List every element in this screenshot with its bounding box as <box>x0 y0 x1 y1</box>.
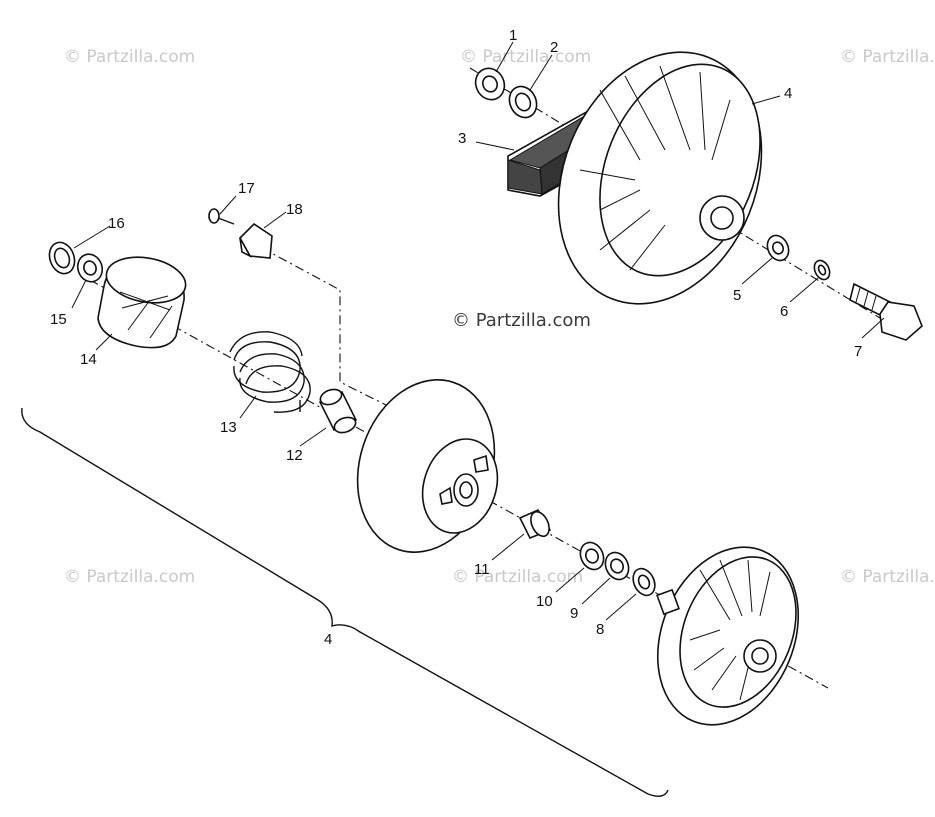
callout-18: 18 <box>286 201 303 218</box>
callout-17: 17 <box>238 180 255 197</box>
callout-4: 4 <box>784 85 792 102</box>
leader-lines <box>71 41 885 621</box>
callout-13: 13 <box>220 419 237 436</box>
callout-10: 10 <box>536 593 553 610</box>
part-6-lock-washer <box>813 259 831 281</box>
callout-3: 3 <box>458 130 466 147</box>
part-17-screw <box>208 208 235 225</box>
part-11-bushing <box>518 508 552 540</box>
part-9-washer <box>604 551 630 581</box>
callout-12: 12 <box>286 447 303 464</box>
callout-7: 7 <box>854 343 862 360</box>
watermark-layer: © Partzilla.com © Partzilla.com © Partzi… <box>64 47 935 587</box>
callout-14: 14 <box>80 351 97 368</box>
watermark-top-left: © Partzilla.com <box>64 47 195 67</box>
part-8-washer <box>632 567 656 597</box>
watermark-top-center: © Partzilla.com <box>460 47 591 67</box>
callout-11: 11 <box>474 561 490 578</box>
moveable-sheave <box>356 379 499 553</box>
callout-8: 8 <box>596 621 604 638</box>
part-13-spring <box>229 331 311 413</box>
watermark-bottom-left: © Partzilla.com <box>64 567 195 587</box>
part-12-bushing <box>318 388 358 434</box>
assembly-label: 4 <box>324 631 332 648</box>
callout-1: 1 <box>509 27 517 44</box>
assembly-bracket <box>21 407 669 797</box>
watermark-middle: © Partzilla.com <box>452 310 591 331</box>
part-4-fan-sheave <box>557 51 763 305</box>
watermark-bottom-center: © Partzilla.com <box>452 567 583 587</box>
watermark-bottom-right: © Partzilla.com <box>840 567 935 587</box>
callout-2: 2 <box>550 39 558 56</box>
fixed-sheave <box>656 546 800 726</box>
part-10-washer <box>579 541 605 571</box>
callout-15: 15 <box>50 311 67 328</box>
callout-5: 5 <box>733 287 741 304</box>
part-14-cam <box>97 256 187 349</box>
part-5-washer <box>766 234 790 262</box>
part-18-button <box>239 222 273 259</box>
callout-numbers: 1 2 3 4 5 6 7 8 9 10 11 12 13 14 15 16 1… <box>50 27 862 648</box>
callout-6: 6 <box>780 303 788 320</box>
callout-9: 9 <box>570 605 578 622</box>
part-7-bolt <box>849 282 923 341</box>
part-2-washer <box>508 85 538 119</box>
part-1-nut <box>474 67 506 101</box>
part-16-snap-ring <box>48 241 76 275</box>
watermark-top-right: © Partzilla.com <box>840 47 935 67</box>
part-15-washer <box>76 253 104 283</box>
callout-16: 16 <box>108 215 125 232</box>
